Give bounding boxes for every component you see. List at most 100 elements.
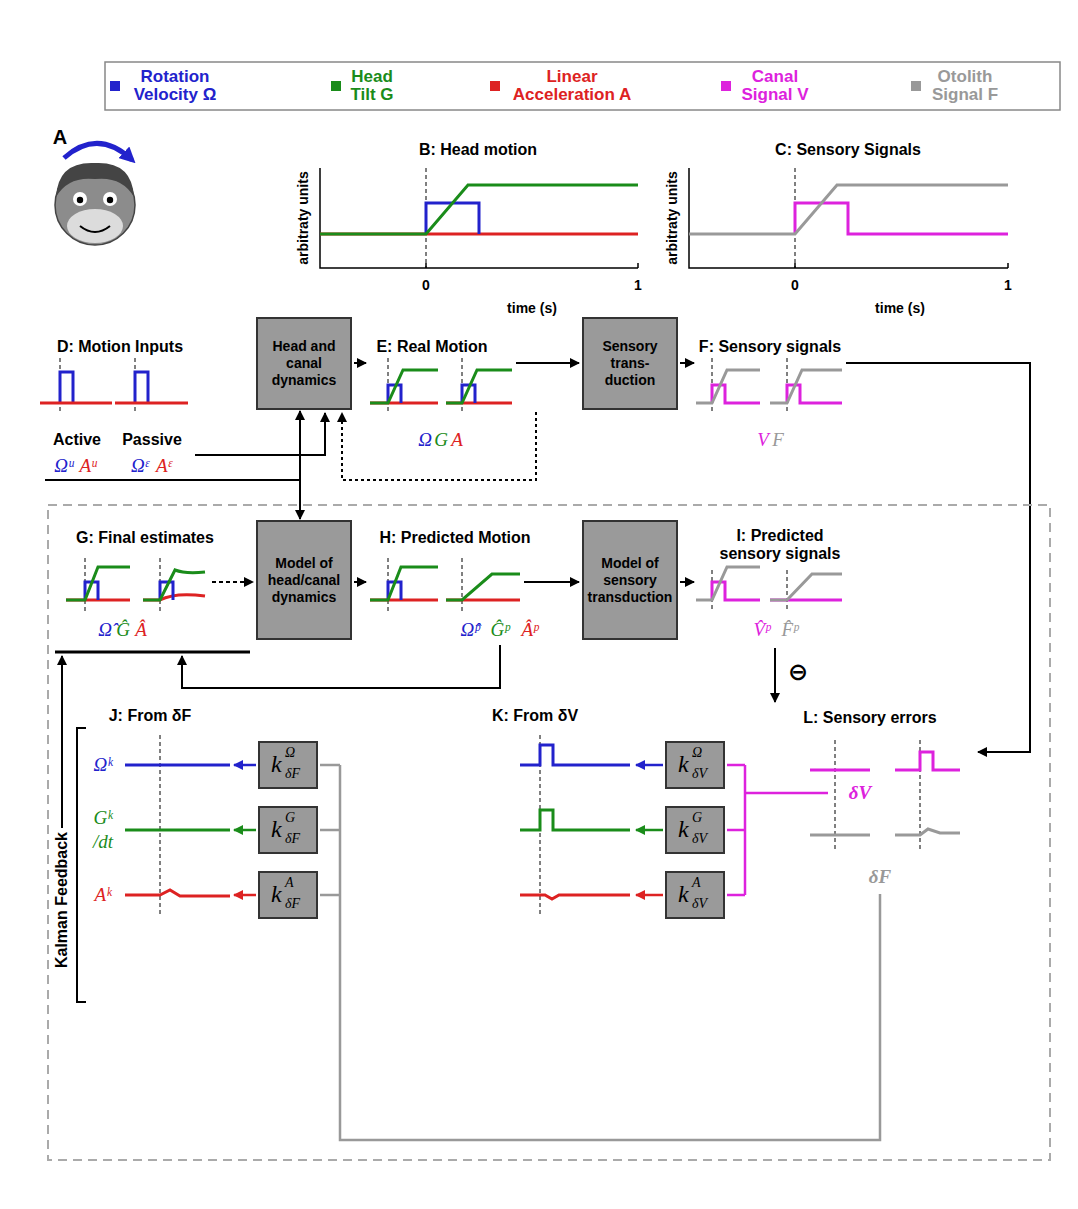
math-symbol: /dt: [93, 831, 113, 853]
plot-feedback-from-otolith: [234, 894, 256, 897]
plot-motion-inputs: [60, 372, 73, 403]
gain-superscript: A: [692, 876, 701, 890]
panel-title: C: Sensory Signals: [775, 141, 921, 159]
plot-predicted-motion: [370, 599, 520, 602]
plot-sensory-signals-small: [712, 385, 842, 403]
gain-box: kΩδF: [258, 741, 318, 789]
process-box: Model of head/canal dynamics: [256, 520, 352, 640]
legend-swatch: [490, 81, 500, 91]
signal-arrow: [680, 581, 694, 583]
monkey-head: [77, 197, 83, 203]
signal-arrow: [354, 581, 366, 583]
process-box: Head and canal dynamics: [256, 317, 352, 410]
signal-arrow: [680, 362, 694, 364]
math-symbol: F: [772, 429, 784, 451]
monkey-head: [107, 197, 113, 203]
panel-title: I: Predicted sensory signals: [705, 527, 855, 564]
plot-sensory-signals: [689, 185, 1008, 234]
gain-subscript: δF: [285, 832, 300, 846]
plot-motion-inputs: [40, 358, 188, 412]
signal-arrow: [342, 412, 536, 480]
panel-title: L: Sensory errors: [803, 709, 936, 727]
plot-motion-inputs: [40, 402, 188, 405]
monkey-head: [67, 209, 123, 243]
legend-frame: [105, 62, 1060, 110]
gain-subscript: δV: [692, 897, 707, 911]
legend-item: Otolith Signal F: [926, 68, 1004, 104]
gain-superscript: Ω: [692, 746, 702, 760]
panel-title: K: From δV: [492, 707, 578, 725]
gain-subscript: δV: [692, 767, 707, 781]
legend-text: Otolith Signal F: [926, 68, 1004, 104]
plot-sensory-signals: [689, 168, 1008, 268]
math-symbol: Âᵖ: [522, 619, 539, 641]
monkey-head: [80, 226, 110, 232]
math-symbol: Ωᵏ: [93, 754, 112, 776]
plot-head-motion: [426, 203, 479, 234]
plot-final-estimates: [66, 567, 205, 600]
gain-symbol: k: [678, 817, 689, 841]
plot-sensory-errors: [810, 752, 960, 770]
monkey-head: [64, 143, 132, 160]
math-symbol: Ω̂: [98, 619, 112, 641]
legend-swatch: [110, 81, 120, 91]
signal-arrow: [45, 479, 300, 481]
plot-final-estimates: [55, 651, 250, 654]
internal-model-region: [48, 505, 1050, 1160]
plot-sensory-signals-small: [696, 358, 842, 412]
monkey-head: [103, 192, 117, 206]
signal-arrow: [61, 656, 63, 828]
gain-superscript: G: [692, 811, 702, 825]
error-symbol: δF: [869, 866, 891, 888]
plot-predicted-sensory: [696, 567, 842, 612]
math-symbol: Â: [135, 619, 147, 641]
signal-arrow: [354, 362, 366, 364]
plot-feedback-from-canal: [520, 895, 630, 899]
plot-feedback-from-otolith: [125, 890, 230, 896]
panel-title: Passive: [122, 431, 182, 449]
math-symbol: Ĝ: [116, 619, 130, 641]
panel-title: F: Sensory signals: [699, 338, 841, 356]
gain-box: kAδF: [258, 871, 318, 919]
plot-feedback-from-canal: [636, 764, 663, 767]
legend-item: Rotation Velocity Ω: [125, 68, 225, 104]
panel-title: G: Final estimates: [76, 529, 214, 547]
gain-box: kΩδV: [665, 741, 725, 789]
math-symbol: G: [434, 429, 448, 451]
minus-symbol: ⊖: [788, 658, 808, 686]
gain-superscript: Ω: [285, 746, 295, 760]
connector: [299, 411, 301, 519]
math-symbol: Ω: [418, 429, 432, 451]
signal-arrow: [62, 582, 775, 1002]
math-symbol: Aᵘ: [79, 455, 96, 477]
plot-head-motion: [320, 185, 638, 234]
signal-arrow: [212, 581, 253, 583]
axis-label: arbitraty units: [295, 171, 311, 264]
plot-feedback-from-otolith: [234, 764, 256, 767]
plot-feedback-from-canal: [636, 829, 663, 832]
axis-label: 1: [634, 277, 642, 293]
plot-head-motion: [320, 168, 638, 268]
math-symbol: V̂ᵖ: [754, 619, 771, 641]
plot-sensory-signals: [689, 168, 1008, 268]
gain-subscript: δF: [285, 767, 300, 781]
plot-predicted-motion: [370, 558, 520, 612]
panel-title: J: From δF: [109, 707, 192, 725]
plot-feedback-from-canal: [520, 745, 630, 765]
axis-label: arbitraty units: [664, 171, 680, 264]
axis-label: 0: [422, 277, 430, 293]
gain-box: kGδF: [258, 806, 318, 854]
plot-sensory-signals-small: [696, 370, 842, 403]
signal-arrow: [516, 362, 579, 364]
legend-swatch: [721, 81, 731, 91]
math-symbol: Aᵋ: [156, 455, 172, 477]
plot-feedback-from-otolith: [160, 735, 161, 915]
box-label: Model of head/canal dynamics: [261, 555, 347, 606]
legend-swatch: [331, 81, 341, 91]
math-symbol: V: [757, 429, 769, 451]
plot-feedback-from-canal: [727, 765, 828, 895]
plot-head-motion: [320, 168, 638, 268]
plot-feedback-from-canal: [520, 810, 630, 830]
